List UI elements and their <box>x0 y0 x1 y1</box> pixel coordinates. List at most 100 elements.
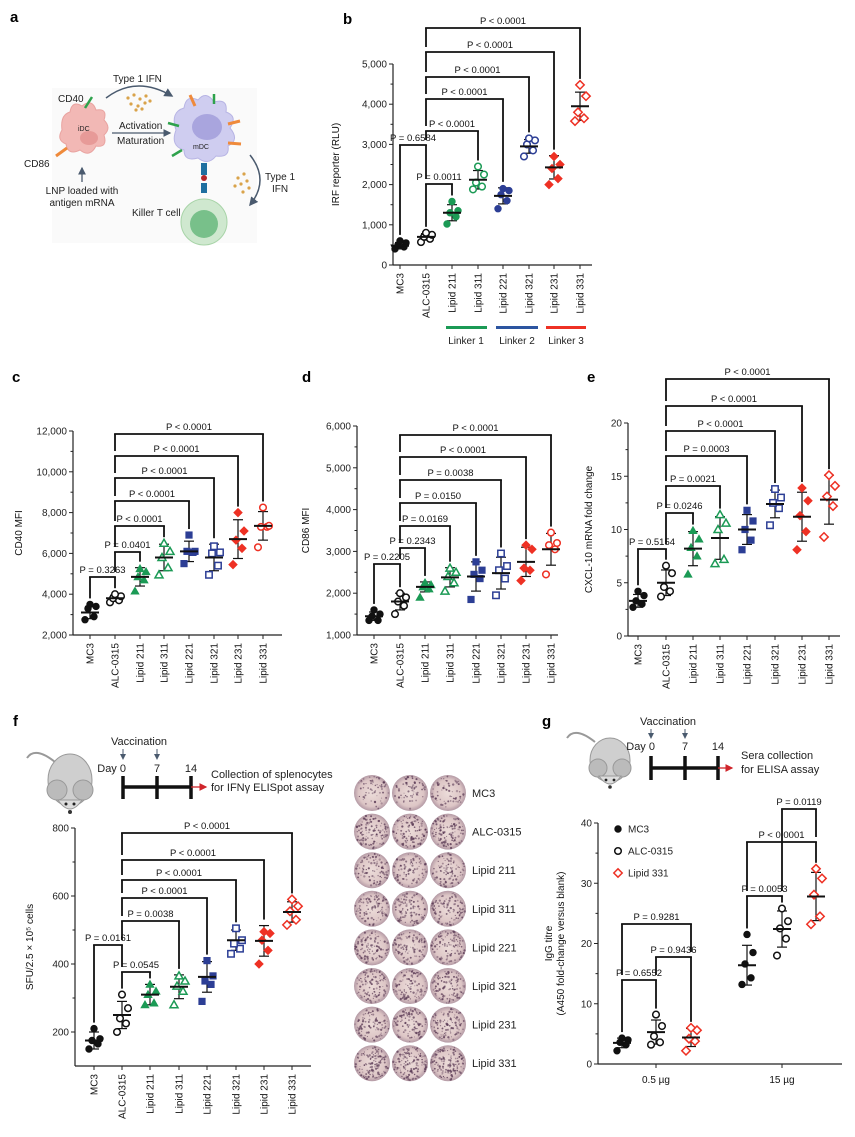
x-tick-label: ALC-0315 <box>662 644 673 689</box>
significance-bracket: P < 0.0001 <box>399 445 527 540</box>
p-value-label: P = 0.5154 <box>629 537 675 548</box>
group-lipid-331 <box>281 894 304 931</box>
elispot-well <box>430 775 466 811</box>
data-point <box>123 1004 133 1013</box>
y-tick-label: 400 <box>52 960 69 971</box>
data-point <box>228 559 238 570</box>
group-alc-0315 <box>416 228 437 247</box>
panel-label-b: b <box>343 11 352 28</box>
significance-bracket: P = 0.6584 <box>390 133 436 235</box>
group-mc3 <box>391 237 410 253</box>
data-point <box>396 237 404 245</box>
group-alc-0315 <box>656 561 677 601</box>
legend-label: MC3 <box>628 825 650 836</box>
significance-bracket: P = 0.0161 <box>85 933 131 1023</box>
y-axis-label: CD86 MFI <box>301 508 312 554</box>
data-point <box>738 980 746 989</box>
significance-bracket: P < 0.0001 <box>665 394 803 482</box>
ifn-right-label: IFN <box>272 184 288 195</box>
x-tick-label: Lipid 231 <box>550 273 561 314</box>
data-point <box>207 980 215 989</box>
data-point <box>227 949 235 958</box>
x-tick-label: Lipid 331 <box>288 1074 299 1115</box>
data-point <box>477 182 487 191</box>
y-tick-label: 5,000 <box>326 463 351 474</box>
significance-bracket: P < 0.0001 <box>121 848 265 920</box>
data-point <box>528 146 538 155</box>
group-lipid-231 <box>228 507 249 570</box>
x-tick-label: Lipid 221 <box>185 643 196 684</box>
x-tick-label: Lipid 321 <box>771 644 782 685</box>
data-point <box>524 134 534 143</box>
elispot-well <box>430 1006 466 1043</box>
cd86-label: CD86 <box>24 159 50 170</box>
data-point <box>501 574 509 583</box>
elispot-row: Lipid 331 <box>354 1045 517 1082</box>
group-lipid-321 <box>519 134 540 161</box>
elispot-well <box>392 775 428 811</box>
y-tick-label: 10 <box>611 525 623 536</box>
data-point <box>478 566 486 574</box>
linker-1-label: Linker 1 <box>448 336 484 347</box>
collection-note-line1: Collection of splenocytes <box>211 769 333 781</box>
data-point <box>153 569 165 579</box>
significance-bracket: P < 0.0001 <box>121 821 293 894</box>
data-point <box>541 570 551 579</box>
elispot-row: ALC-0315 <box>354 813 522 850</box>
elispot-row: Lipid 221 <box>354 929 517 966</box>
elispot-well <box>354 813 390 850</box>
y-tick-label: 6,000 <box>42 549 67 560</box>
data-point <box>201 977 209 985</box>
significance-bracket: P < 0.0001 <box>121 886 208 955</box>
data-point <box>470 570 478 578</box>
data-point <box>473 162 483 171</box>
data-point <box>665 587 675 596</box>
data-point <box>680 1045 692 1057</box>
sera-note-line1: Sera collection <box>741 750 813 762</box>
data-point <box>795 510 805 521</box>
significance-bracket: P = 0.3263 <box>79 565 126 599</box>
panel-label-c: c <box>12 369 20 386</box>
significance-bracket: P < 0.0001 <box>114 444 239 507</box>
group-lipid-221 <box>494 184 513 213</box>
day0-label-g: Day 0 <box>626 741 655 753</box>
x-tick-label: Lipid 321 <box>525 273 536 314</box>
data-point <box>258 503 268 512</box>
data-point <box>503 562 511 570</box>
data-point <box>253 543 263 552</box>
data-point <box>401 593 411 602</box>
data-point <box>90 1024 98 1033</box>
elispot-well <box>430 1045 466 1082</box>
significance-bracket: P = 0.0003 <box>665 444 748 505</box>
x-tick-label: Lipid 311 <box>716 644 727 684</box>
idc-label: iDC <box>78 126 90 133</box>
ifn-arrow-right <box>249 154 261 207</box>
elispot-well <box>392 1006 428 1043</box>
data-point <box>203 957 211 965</box>
data-point <box>749 517 757 525</box>
data-point <box>439 585 451 595</box>
data-point <box>115 1014 125 1023</box>
x-tick-label: Lipid 211 <box>689 644 700 684</box>
elispot-well <box>392 890 428 927</box>
x-tick-label: Lipid 321 <box>210 643 221 684</box>
data-point <box>171 980 183 990</box>
p-value-label: P < 0.0001 <box>467 40 513 51</box>
data-point <box>121 1019 131 1028</box>
linker-3-bar <box>546 326 586 329</box>
data-point <box>216 548 224 557</box>
y-tick-label: 200 <box>52 1028 69 1039</box>
x-tick-label: Lipid 221 <box>203 1074 214 1115</box>
data-point <box>661 561 671 570</box>
data-point <box>829 480 841 492</box>
timeline-f: Vaccination Day 0 7 14 Collection of spl… <box>97 736 333 799</box>
elispot-well <box>430 813 466 850</box>
data-point <box>741 960 749 968</box>
y-tick-label: 3,000 <box>326 547 351 558</box>
elispot-row-label: Lipid 221 <box>472 942 517 954</box>
